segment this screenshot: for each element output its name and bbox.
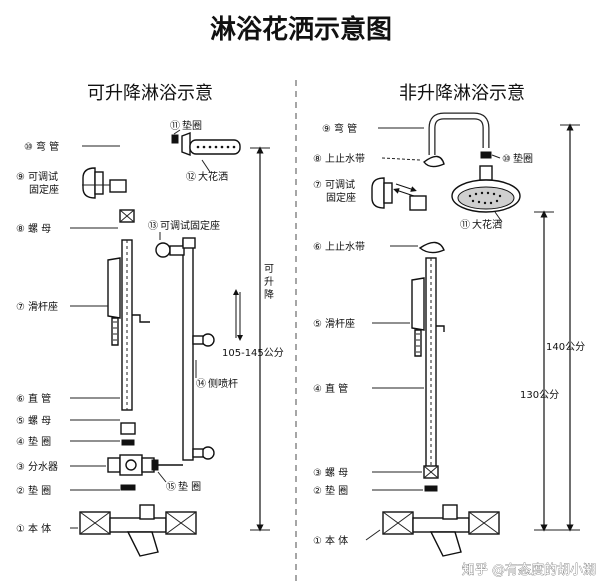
right-dimension-inner: 130公分	[520, 389, 559, 401]
left-dimension	[233, 146, 270, 532]
right-leader-lines	[365, 127, 503, 541]
left-dimension-label: 105-145公分	[222, 347, 284, 359]
left-subtitle: 可升降淋浴示意	[87, 83, 213, 104]
watermark: 知乎 @有态度的胡小湖	[462, 562, 596, 578]
right-label-7b: 固定座	[326, 191, 356, 204]
left-assembly	[79, 131, 241, 557]
right-dimension-outer: 140公分	[546, 341, 585, 353]
right-dimensions	[534, 123, 580, 532]
page-title: 淋浴花洒示意图	[210, 14, 392, 45]
lift-label-3: 降	[264, 288, 274, 301]
left-leader-lines	[70, 129, 211, 529]
right-subtitle: 非升降淋浴示意	[399, 83, 525, 104]
left-label-9b: 固定座	[29, 183, 59, 196]
lift-label-2: 升	[264, 276, 274, 288]
right-assembly	[371, 112, 521, 557]
lift-label-1: 可	[264, 264, 274, 275]
